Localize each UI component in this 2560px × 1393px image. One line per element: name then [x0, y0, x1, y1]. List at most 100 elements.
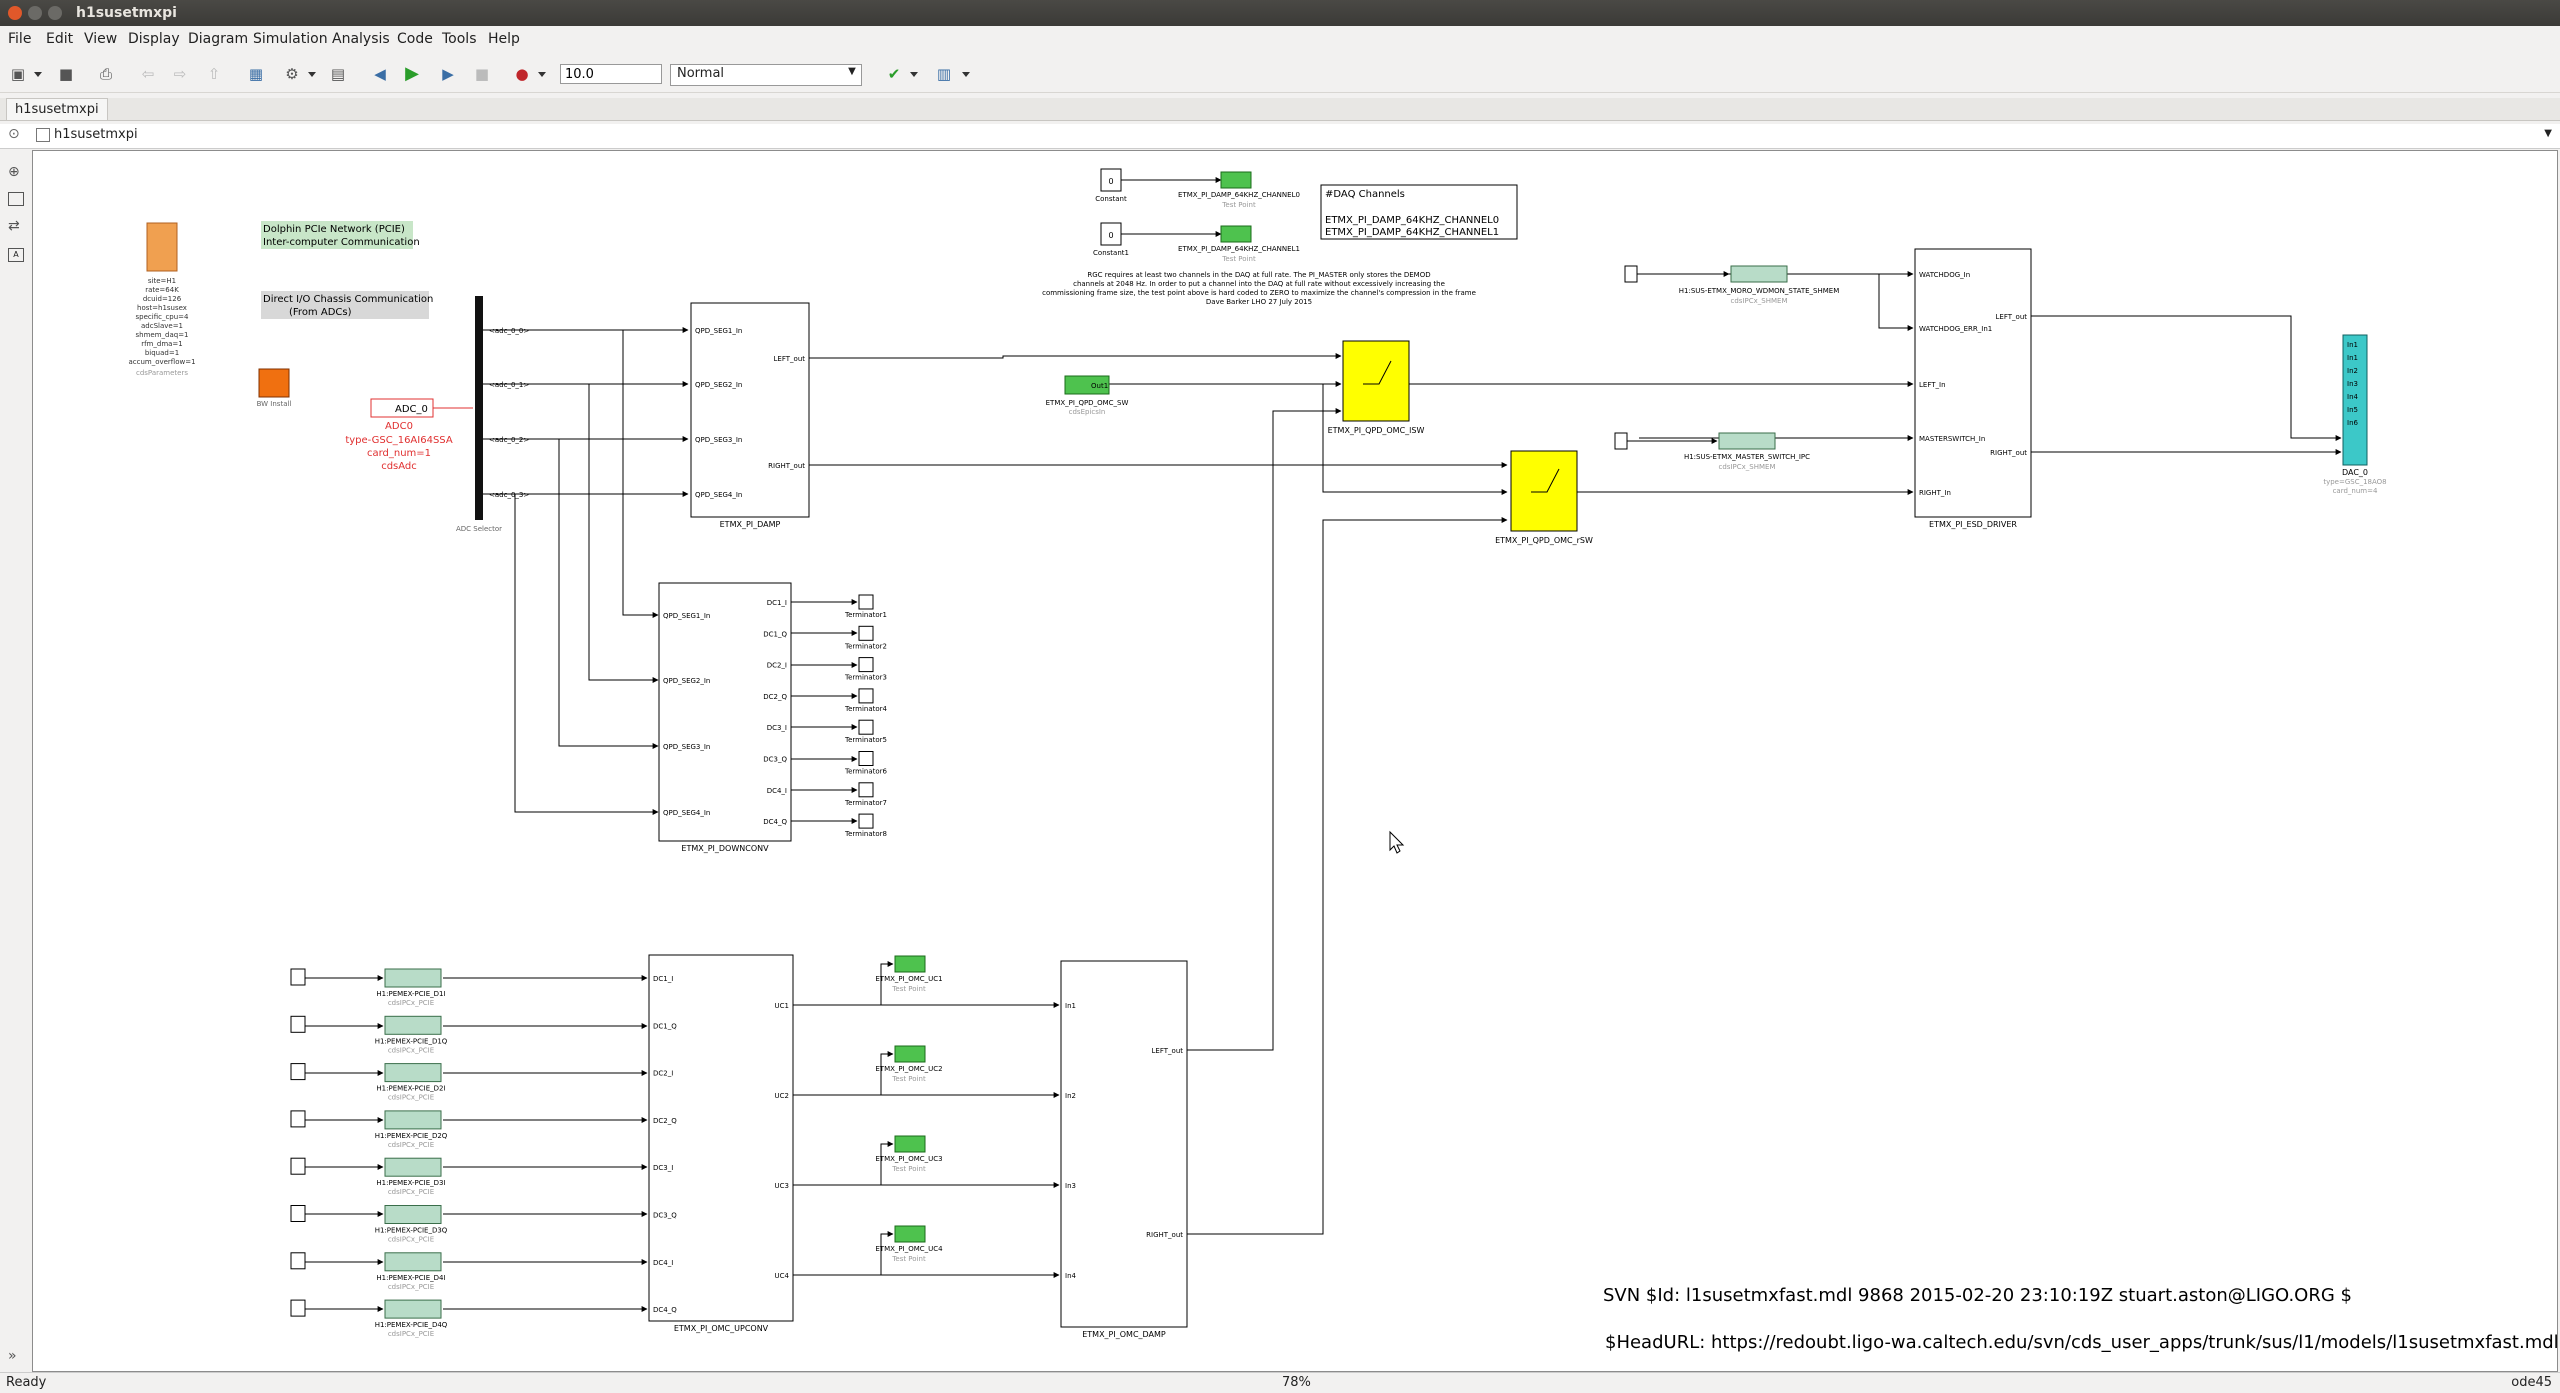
ipc-source-block[interactable]: [290, 1063, 306, 1081]
omc-lsw-switch[interactable]: [1342, 340, 1410, 422]
ipc-block[interactable]: [384, 968, 442, 988]
uc-test-point[interactable]: [894, 1225, 926, 1243]
chevron-down-icon[interactable]: ▼: [2544, 128, 2552, 139]
downconv-in-3: QPD_SEG3_In: [663, 743, 710, 751]
menu-tools[interactable]: Tools: [442, 31, 477, 47]
update-diagram-icon[interactable]: ✔: [887, 65, 901, 83]
terminator-block[interactable]: [858, 813, 874, 829]
tab-model[interactable]: h1susetmxpi: [6, 98, 108, 120]
menu-simulation[interactable]: Simulation: [253, 31, 328, 47]
scope-icon[interactable]: ▥: [936, 65, 952, 83]
dac-block[interactable]: [2342, 334, 2368, 466]
shmem1-block[interactable]: [1730, 265, 1788, 283]
model-config-icon[interactable]: ⚙: [285, 65, 299, 83]
omc-sw-epics-block[interactable]: [1064, 375, 1110, 395]
step-back-icon[interactable]: ◀: [374, 65, 386, 83]
svn-url-text: $HeadURL: https://redoubt.ligo-wa.caltec…: [1605, 1332, 2557, 1353]
ipc-block[interactable]: [384, 1110, 442, 1130]
shmem1-source[interactable]: [1624, 265, 1638, 283]
bw-install-block[interactable]: [258, 368, 290, 398]
scope-dropdown-icon[interactable]: [962, 72, 970, 77]
menu-analysis[interactable]: Analysis: [332, 31, 390, 47]
run-icon[interactable]: ▶: [405, 63, 419, 84]
omc-upconv-block[interactable]: [648, 954, 794, 1322]
maximize-window-button[interactable]: [48, 6, 62, 20]
terminator-block[interactable]: [858, 625, 874, 641]
menu-file[interactable]: File: [8, 31, 32, 47]
menu-diagram[interactable]: Diagram: [188, 31, 249, 47]
menu-view[interactable]: View: [84, 31, 118, 47]
library-browser-icon[interactable]: ▦: [248, 65, 264, 83]
terminator-block[interactable]: [858, 751, 874, 766]
print-icon[interactable]: ⎙: [99, 65, 112, 83]
ipc-source-block[interactable]: [290, 1299, 306, 1317]
ipc-source-block[interactable]: [290, 968, 306, 986]
expand-icon[interactable]: »: [8, 1348, 17, 1364]
annotation-icon[interactable]: A: [8, 248, 24, 262]
menu-code[interactable]: Code: [397, 31, 433, 47]
esd-in-5: RIGHT_In: [1919, 489, 1951, 497]
forward-icon[interactable]: ⇨: [173, 65, 187, 83]
stop-icon[interactable]: ■: [474, 65, 490, 83]
ipc-block[interactable]: [384, 1015, 442, 1035]
shmem2-block[interactable]: [1718, 432, 1776, 450]
arrow-icon[interactable]: ⇄: [8, 218, 20, 234]
adc-selector-block[interactable]: [475, 296, 483, 520]
uc-test-point[interactable]: [894, 1045, 926, 1063]
terminator-block[interactable]: [858, 657, 874, 673]
ipc-block[interactable]: [384, 1063, 442, 1083]
tp-ch1-block[interactable]: [1220, 225, 1252, 243]
ipc-block[interactable]: [384, 1157, 442, 1177]
config-dropdown-icon[interactable]: [308, 72, 316, 77]
stop-time-input[interactable]: [560, 64, 662, 84]
constant1-block[interactable]: [1100, 222, 1122, 246]
update-dropdown-icon[interactable]: [910, 72, 918, 77]
breadcrumb[interactable]: h1susetmxpi: [54, 127, 138, 142]
params-caption: cdsParameters: [136, 369, 188, 377]
omc-rsw-switch[interactable]: [1510, 450, 1578, 532]
menu-edit[interactable]: Edit: [46, 31, 74, 47]
terminator-block[interactable]: [858, 719, 874, 735]
terminator-label: Terminator1: [844, 611, 887, 619]
record-dropdown-icon[interactable]: [538, 72, 546, 77]
close-window-button[interactable]: [8, 6, 22, 20]
menu-display[interactable]: Display: [128, 31, 180, 47]
etmx-pi-damp-block[interactable]: [690, 302, 810, 518]
sim-mode-select[interactable]: Normal ▼: [670, 64, 862, 86]
terminator-block[interactable]: [858, 782, 874, 798]
zoom-icon[interactable]: ⊕: [8, 164, 20, 180]
ipc-block[interactable]: [384, 1205, 442, 1224]
params-line: adcSlave=1: [141, 322, 183, 330]
model-explorer-icon[interactable]: ▤: [330, 65, 346, 83]
new-dropdown-icon[interactable]: [34, 72, 42, 77]
ipc-source-block[interactable]: [290, 1157, 306, 1175]
back-icon[interactable]: ⇦: [141, 65, 155, 83]
menu-help[interactable]: Help: [488, 31, 520, 47]
terminator-block[interactable]: [858, 594, 874, 610]
esd-driver-block[interactable]: [1914, 248, 2032, 518]
up-icon[interactable]: ⇧: [207, 65, 221, 83]
record-icon[interactable]: ●: [515, 65, 529, 83]
omc-damp-block[interactable]: [1060, 960, 1188, 1328]
tp-ch0-block[interactable]: [1220, 171, 1252, 189]
uc-test-point[interactable]: [894, 955, 926, 973]
minimize-window-button[interactable]: [28, 6, 42, 20]
ipc-source-block[interactable]: [290, 1015, 306, 1033]
ipc-source-block[interactable]: [290, 1205, 306, 1222]
new-model-icon[interactable]: ▣: [10, 65, 26, 83]
constant-block[interactable]: [1100, 168, 1122, 192]
model-browser-icon[interactable]: ⊙: [8, 126, 20, 142]
uc-test-point[interactable]: [894, 1135, 926, 1153]
etmx-pi-downconv-block[interactable]: [658, 582, 792, 842]
fit-view-icon[interactable]: [8, 192, 24, 206]
save-icon[interactable]: ■: [58, 65, 74, 83]
ipc-block[interactable]: [384, 1299, 442, 1319]
shmem2-source[interactable]: [1614, 432, 1628, 450]
ipc-source-block[interactable]: [290, 1252, 306, 1270]
step-forward-icon[interactable]: ▶: [442, 65, 454, 83]
ipc-source-block[interactable]: [290, 1110, 306, 1128]
terminator-block[interactable]: [858, 688, 874, 704]
ipc-block[interactable]: [384, 1252, 442, 1272]
params-block[interactable]: [146, 222, 178, 272]
